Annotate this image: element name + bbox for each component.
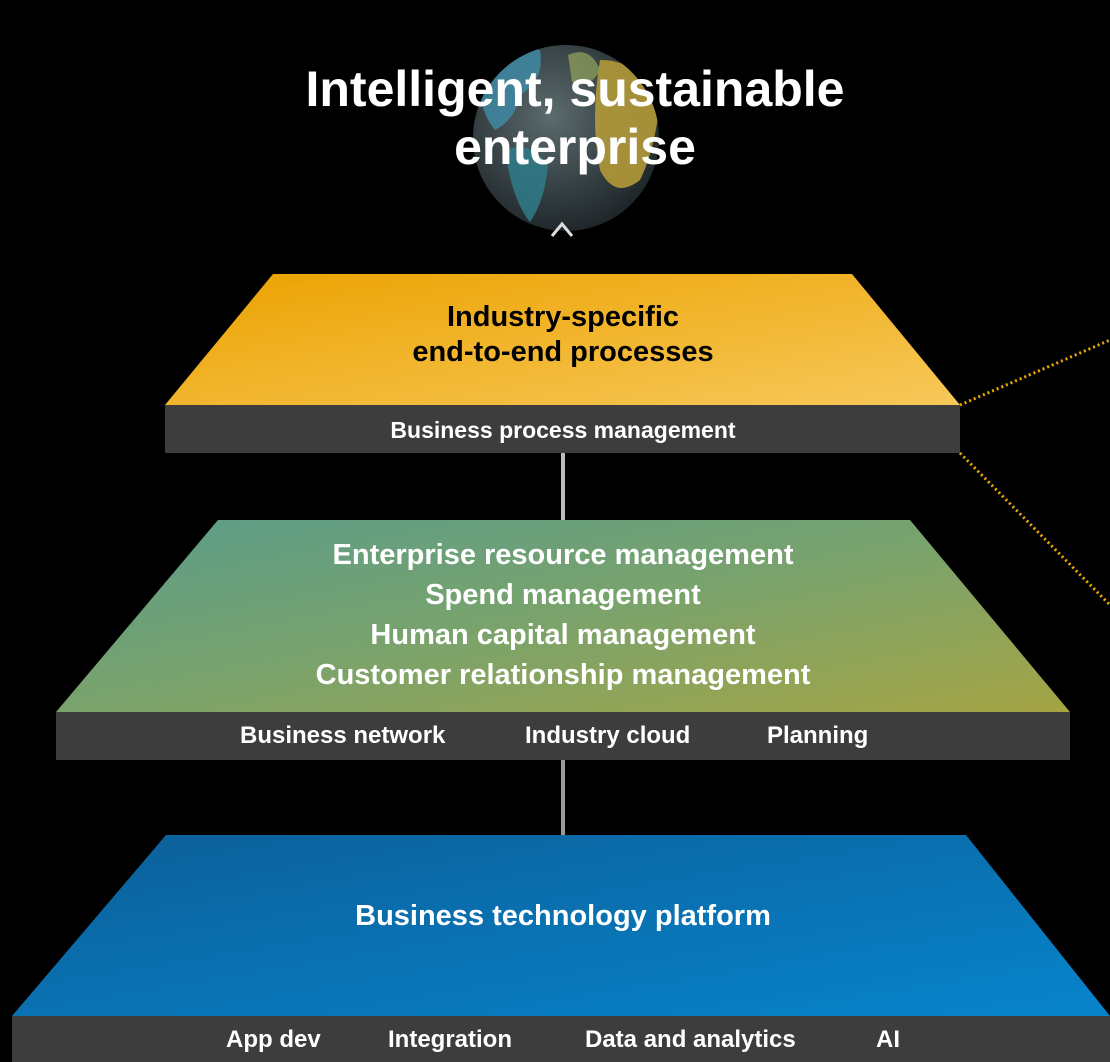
bottom-layer	[12, 835, 1110, 1016]
top-layer-label-line2: end-to-end processes	[412, 336, 714, 368]
middle-bar-business-network: Business network	[240, 722, 446, 749]
middle-item-hcm: Human capital management	[370, 619, 756, 651]
middle-item-erm: Enterprise resource management	[332, 539, 794, 571]
bottom-bar-app-dev: App dev	[226, 1026, 321, 1053]
top-layer-bar	[165, 405, 960, 453]
bottom-layer-label: Business technology platform	[355, 900, 771, 932]
middle-item-crm: Customer relationship management	[315, 659, 811, 691]
callout-line-upper	[959, 338, 1110, 407]
bottom-bar-integration: Integration	[388, 1026, 512, 1053]
top-bar-label: Business process management	[390, 417, 736, 443]
top-layer-label: Industry-specific end-to-end processes	[263, 300, 863, 370]
middle-layer	[56, 520, 1070, 712]
bottom-bar-ai: AI	[876, 1026, 900, 1053]
bottom-bar-data-analytics: Data and analytics	[585, 1026, 796, 1053]
middle-layer-items: Enterprise resource management Spend man…	[213, 535, 913, 695]
middle-bar-industry-cloud: Industry cloud	[525, 722, 691, 749]
arrow-up-icon	[550, 221, 574, 275]
middle-layer-bar	[56, 712, 1070, 760]
diagram-title: Intelligent, sustainable enterprise	[305, 61, 845, 175]
top-layer-label-line1: Industry-specific	[446, 301, 680, 333]
middle-item-spend: Spend management	[425, 579, 701, 611]
middle-bar-planning: Planning	[767, 722, 869, 749]
top-layer	[165, 274, 960, 405]
callout-line-lower	[958, 451, 1110, 607]
bottom-layer-bar	[12, 1016, 1110, 1062]
